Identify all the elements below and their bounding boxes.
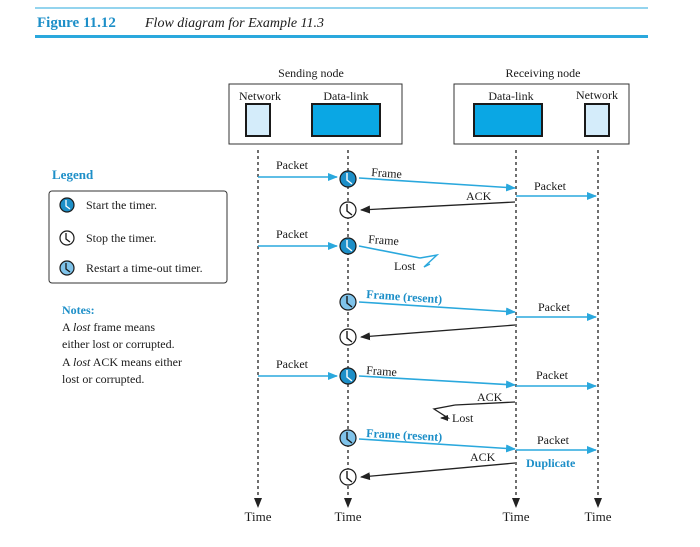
frame-resent-arrow: [358, 301, 516, 316]
time-arrow-head: [344, 498, 352, 508]
notes-line-2: either lost or corrupted.: [62, 337, 175, 351]
lost-frame-arrow: [358, 245, 421, 259]
notes-line-1: A lost frame means: [62, 320, 155, 334]
receiving-datalink-label: Data-link: [488, 89, 533, 103]
packet-label: Packet: [534, 179, 567, 193]
legend-item-start: Start the timer.: [86, 198, 157, 212]
packet-label: Packet: [276, 158, 309, 172]
lost-label: Lost: [394, 259, 416, 273]
figure-caption: Flow diagram for Example 11.3: [144, 16, 324, 31]
stop-timer-icon: [339, 201, 357, 219]
packet-label: Packet: [538, 300, 571, 314]
frame-resent-label: Frame (resent): [366, 426, 443, 444]
sending-datalink-layer: [311, 103, 381, 137]
stop-timer-icon: [59, 230, 75, 246]
frame-label: Frame: [368, 232, 400, 248]
start-timer-icon: [59, 197, 75, 213]
time-arrow-head: [594, 498, 602, 508]
ack-label: ACK: [466, 189, 492, 203]
frame-label: Frame: [371, 165, 403, 181]
ack-label: ACK: [470, 450, 496, 464]
time-label: Time: [503, 509, 530, 524]
packet-label: Packet: [276, 357, 309, 371]
restart-timer-icon: [339, 429, 357, 447]
ack-arrow: [360, 462, 516, 481]
lost-label: Lost: [452, 411, 474, 425]
frame-arrow: [358, 177, 516, 192]
notes-line-4: lost or corrupted.: [62, 372, 144, 386]
lost-zigzag-icon: [432, 404, 456, 421]
time-arrow-head: [254, 498, 262, 508]
restart-timer-icon: [339, 293, 357, 311]
receiving-datalink-layer: [473, 103, 543, 137]
sending-network-layer: [245, 103, 271, 137]
start-timer-icon: [339, 367, 357, 385]
notes-title: Notes:: [62, 303, 95, 317]
legend-item-restart: Restart a time-out timer.: [86, 261, 203, 275]
packet-label: Packet: [276, 227, 309, 241]
sending-network-label: Network: [239, 89, 281, 103]
stop-timer-icon: [339, 328, 357, 346]
stop-timer-icon: [339, 468, 357, 486]
start-timer-icon: [339, 237, 357, 255]
sending-datalink-label: Data-link: [323, 89, 368, 103]
start-timer-icon: [339, 170, 357, 188]
lost-ack-arrow: [454, 401, 516, 406]
notes-line-3: A lost ACK means either: [62, 355, 182, 369]
sending-node-title: Sending node: [278, 66, 344, 80]
time-label: Time: [585, 509, 612, 524]
receiving-node-box: [453, 83, 630, 145]
legend-box: [48, 190, 228, 284]
frame-resent-label: Frame (resent): [366, 287, 443, 306]
ack-arrow: [360, 324, 516, 341]
receiving-network-layer: [584, 103, 610, 137]
ack-arrow: [360, 201, 516, 214]
frame-arrow: [358, 375, 516, 389]
legend-title: Legend: [52, 167, 94, 182]
receiving-network-label: Network: [576, 88, 618, 102]
frame-label: Frame: [366, 363, 398, 379]
header-rule: [35, 35, 648, 38]
figure-number: Figure 11.12: [37, 15, 116, 31]
time-label: Time: [245, 509, 272, 524]
frame-resent-arrow: [358, 438, 516, 453]
legend-item-stop: Stop the timer.: [86, 231, 156, 245]
ack-label: ACK: [477, 390, 503, 404]
duplicate-label: Duplicate: [526, 456, 576, 470]
time-label: Time: [335, 509, 362, 524]
restart-timer-icon: [59, 260, 75, 276]
receiving-node-title: Receiving node: [506, 66, 581, 80]
lost-zigzag-icon: [419, 253, 440, 268]
packet-label: Packet: [536, 368, 569, 382]
time-arrow-head: [512, 498, 520, 508]
packet-label: Packet: [537, 433, 570, 447]
sending-node-box: [228, 83, 403, 145]
